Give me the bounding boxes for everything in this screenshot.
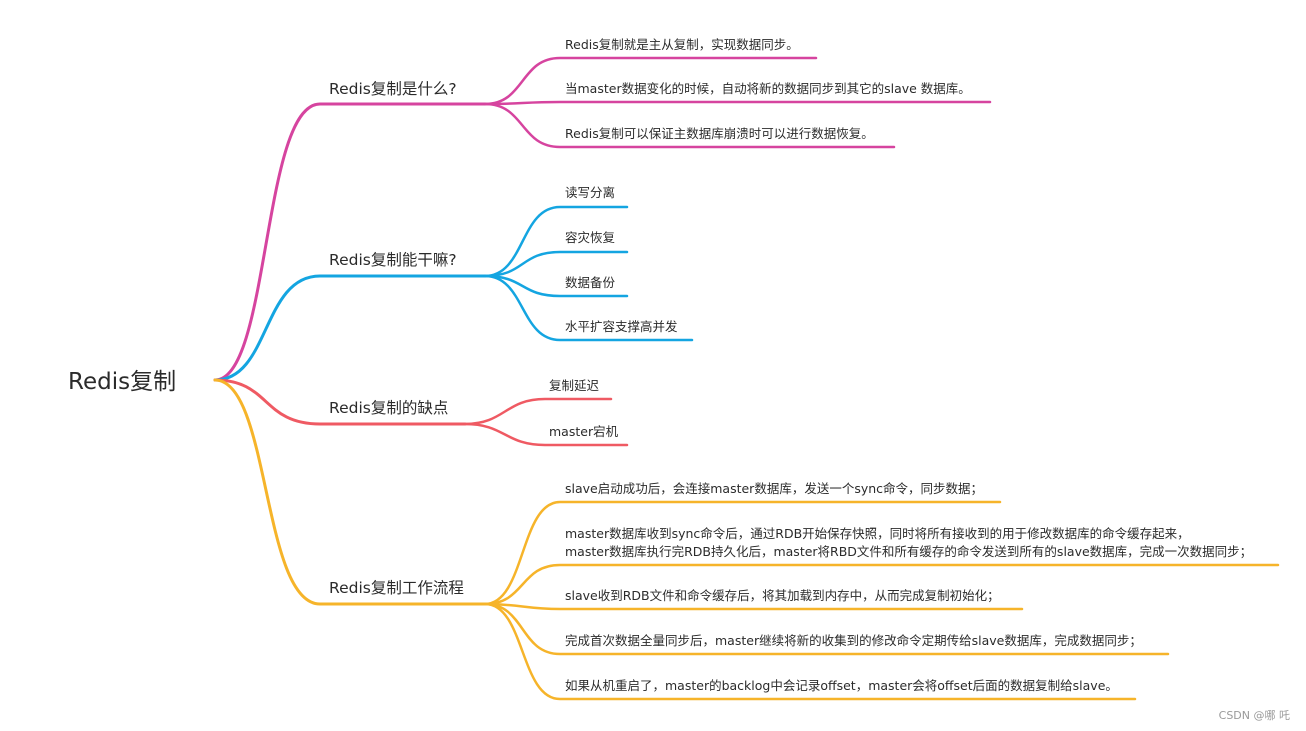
leaf-label[interactable]: master数据库收到sync命令后，通过RDB开始保存快照，同时将所有接收到的…	[565, 526, 1190, 541]
root-topic[interactable]: Redis复制	[68, 369, 176, 395]
leaf-label[interactable]: 复制延迟	[549, 378, 600, 393]
branch-drawbacks: Redis复制的缺点 复制延迟 master宕机	[213, 378, 629, 447]
leaf-label[interactable]: slave收到RDB文件和命令缓存后，将其加载到内存中，从而完成复制初始化；	[565, 588, 1000, 603]
leaf-label[interactable]: 当master数据变化的时候，自动将新的数据同步到其它的slave 数据库。	[565, 81, 971, 96]
leaf-connector	[483, 102, 896, 149]
leaf-label[interactable]: slave启动成功后，会连接master数据库，发送一个sync命令，同步数据；	[565, 481, 983, 496]
branch-usage: Redis复制能干嘛? 读写分离 容灾恢复 数据备份 水平扩容支撑高并发	[213, 185, 694, 382]
leaf-label[interactable]: 完成首次数据全量同步后，master继续将新的收集到的修改命令定期传给slave…	[565, 633, 1142, 648]
leaf-connector	[483, 274, 629, 298]
leaf-label[interactable]: Redis复制就是主从复制，实现数据同步。	[565, 37, 799, 52]
branch-label[interactable]: Redis复制能干嘛?	[329, 251, 457, 269]
leaf-connector	[483, 500, 1002, 606]
leaf-connector	[483, 250, 629, 278]
leaf-label[interactable]: master宕机	[549, 424, 619, 439]
leaf-label[interactable]: Redis复制可以保证主数据库崩溃时可以进行数据恢复。	[565, 126, 874, 141]
leaf-connector	[483, 602, 1170, 656]
leaf-label[interactable]: 水平扩容支撑高并发	[565, 319, 678, 334]
leaf-label[interactable]: 数据备份	[565, 275, 616, 290]
leaf-connector	[483, 100, 992, 106]
leaf-connector	[483, 205, 629, 278]
leaf-connector	[483, 56, 818, 106]
branch-label[interactable]: Redis复制工作流程	[329, 579, 464, 597]
branch-connector	[213, 378, 467, 426]
branch-label[interactable]: Redis复制的缺点	[329, 399, 448, 417]
leaf-connector	[463, 422, 629, 447]
branch-label[interactable]: Redis复制是什么?	[329, 80, 457, 98]
leaf-label[interactable]: 容灾恢复	[565, 230, 616, 245]
branch-what: Redis复制是什么? Redis复制就是主从复制，实现数据同步。 当maste…	[213, 37, 992, 382]
leaf-label[interactable]: 读写分离	[565, 185, 615, 200]
branch-connector	[213, 274, 487, 382]
branch-connector	[213, 378, 487, 606]
branch-workflow: Redis复制工作流程 slave启动成功后，会连接master数据库，发送一个…	[213, 378, 1280, 701]
leaf-connector	[483, 274, 694, 342]
leaf-connector	[483, 602, 1137, 701]
branch-connector	[213, 102, 487, 382]
leaf-label[interactable]: master数据库执行完RDB持久化后，master将RBD文件和所有缓存的命令…	[565, 544, 1252, 559]
watermark: CSDN @哪 吒	[1219, 709, 1290, 722]
leaf-label[interactable]: 如果从机重启了，master的backlog中会记录offset，master会…	[565, 678, 1118, 693]
leaf-connector	[463, 397, 613, 426]
leaf-connector	[483, 563, 1280, 606]
leaf-connector	[483, 602, 1024, 611]
